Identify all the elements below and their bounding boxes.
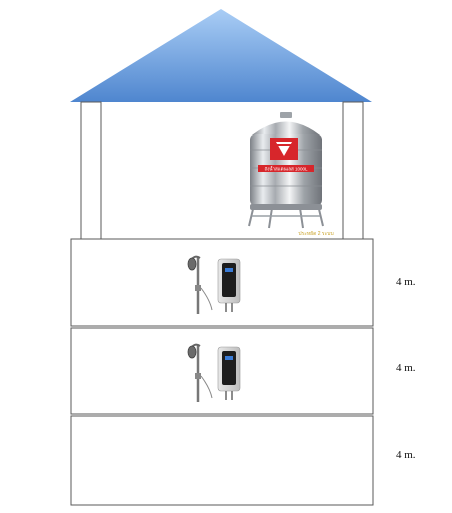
water-tank: ถังน้ำสแตนเลส 1000L ประหยัด 2 ระบบ xyxy=(248,112,334,237)
left-pillar xyxy=(80,101,102,240)
shower-heater-icon xyxy=(187,255,241,314)
right-pillar xyxy=(342,101,364,240)
floor-3-height-label: 4 m. xyxy=(396,449,416,461)
tank-brand-label: ถังน้ำสแตนเลส 1000L xyxy=(265,166,308,172)
floor-1-height-label: 4 m. xyxy=(396,276,416,288)
roof xyxy=(70,9,372,102)
floor-2-height-label: 4 m. xyxy=(396,362,416,374)
shower-heater-icon xyxy=(187,343,241,402)
tank-stamp: ประหยัด 2 ระบบ xyxy=(298,231,333,237)
floor-3 xyxy=(70,415,374,506)
